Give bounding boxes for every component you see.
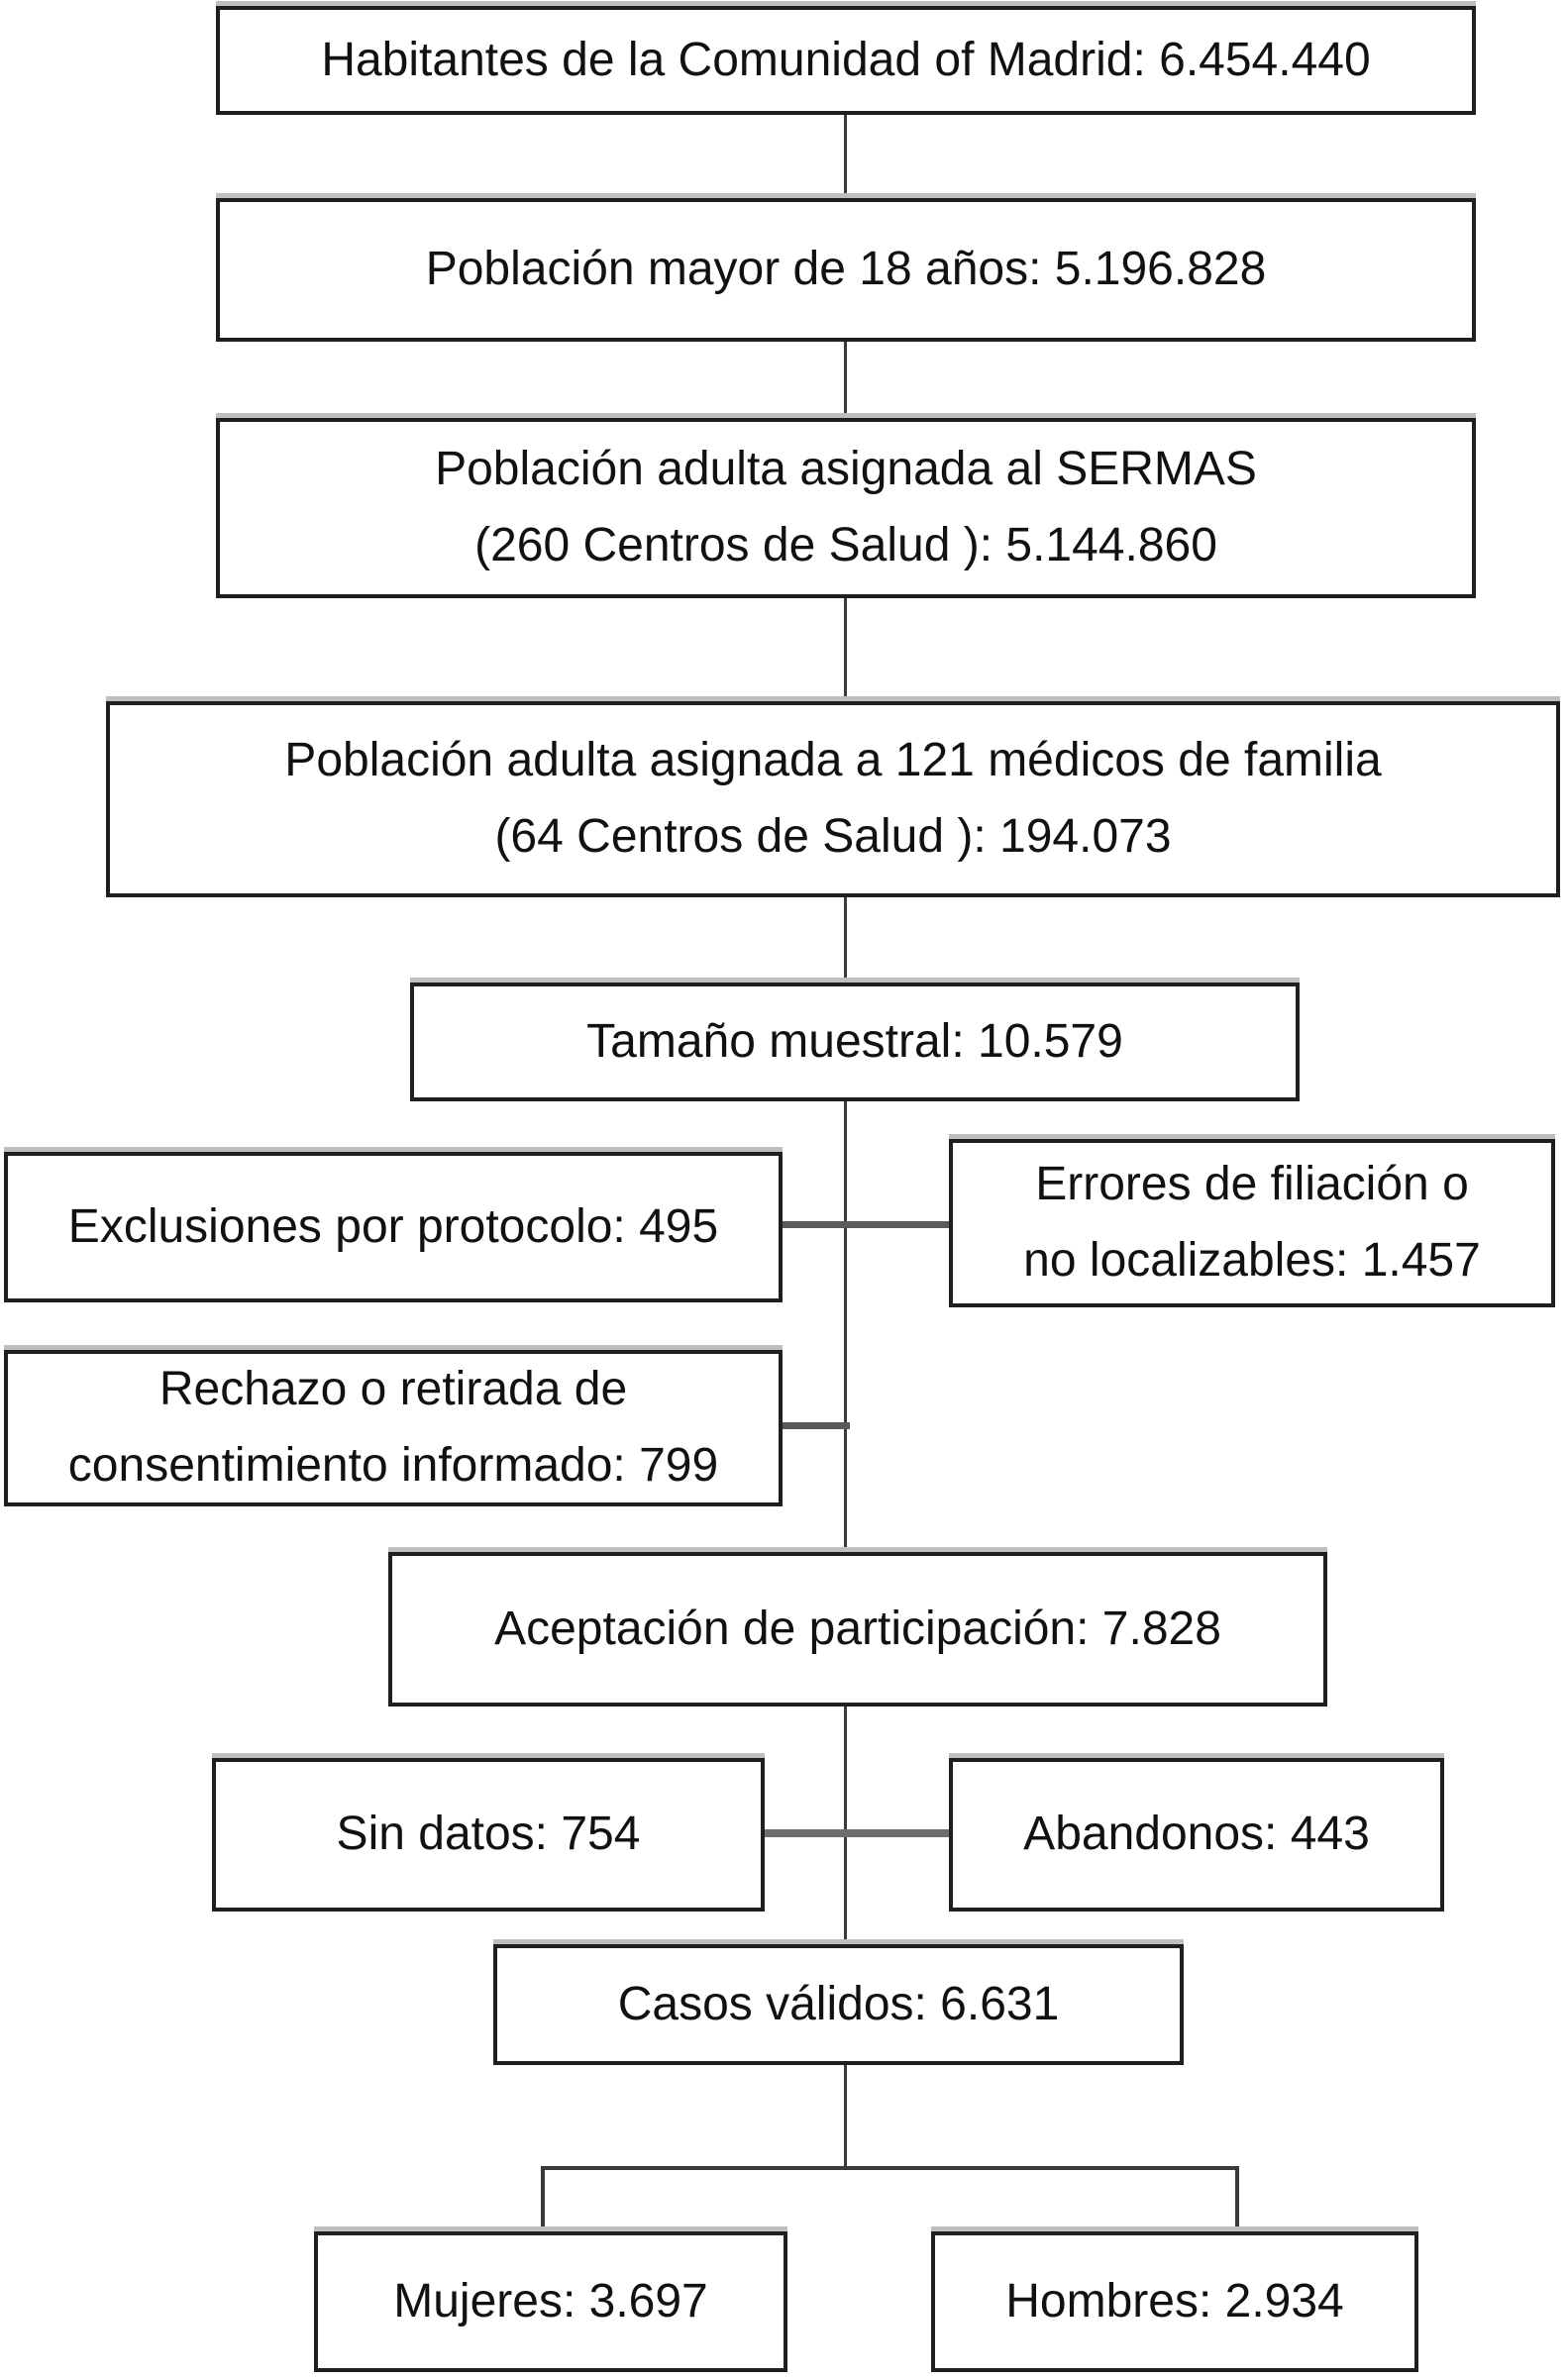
flow-box-sindatos-label: Sin datos: 754 xyxy=(336,1808,641,1861)
flow-box-rechazo-line2: consentimiento informado: 799 xyxy=(67,1439,719,1492)
connector-casos-split-stem xyxy=(844,2065,847,2169)
flow-box-rechazo: Rechazo o retirada de consentimiento inf… xyxy=(4,1350,783,1506)
flow-box-mujeres-label: Mujeres: 3.697 xyxy=(393,2274,708,2327)
flow-box-habitantes-label: Habitantes de la Comunidad of Madrid: 6.… xyxy=(321,33,1371,86)
flow-box-abandonos-label: Abandonos: 443 xyxy=(1023,1808,1370,1861)
flow-box-aceptacion: Aceptación de participación: 7.828 xyxy=(388,1552,1327,1707)
flow-box-muestra-label: Tamaño muestral: 10.579 xyxy=(586,1014,1123,1068)
flow-box-aceptacion-label: Aceptación de participación: 7.828 xyxy=(494,1602,1221,1655)
flow-box-sindatos: Sin datos: 754 xyxy=(212,1758,765,1912)
connector-leg-hombres xyxy=(1235,2166,1239,2235)
flow-box-exclusiones: Exclusiones por protocolo: 495 xyxy=(4,1152,783,1302)
flow-box-exclusiones-label: Exclusiones por protocolo: 495 xyxy=(67,1199,719,1253)
flow-box-errores-line1: Errores de filiación o xyxy=(1035,1158,1469,1211)
flow-box-medicos-line1: Población adulta asignada a 121 médicos … xyxy=(284,734,1382,787)
connector-rechazo xyxy=(779,1422,850,1429)
flow-box-casos: Casos válidos: 6.631 xyxy=(493,1944,1184,2065)
flow-box-habitantes: Habitantes de la Comunidad of Madrid: 6.… xyxy=(216,6,1476,115)
flow-box-casos-label: Casos válidos: 6.631 xyxy=(617,1977,1060,2030)
connector-split-horizontal xyxy=(541,2166,1239,2170)
flow-box-sermas-line1: Población adulta asignada al SERMAS xyxy=(435,443,1257,496)
flow-box-sermas: Población adulta asignada al SERMAS (260… xyxy=(216,418,1476,598)
flow-box-sermas-line2: (260 Centros de Salud ): 5.144.860 xyxy=(474,519,1217,571)
flow-box-medicos-line2: (64 Centros de Salud ): 194.073 xyxy=(494,810,1172,863)
flow-box-errores-line2: no localizables: 1.457 xyxy=(1023,1234,1481,1287)
flow-box-hombres-label: Hombres: 2.934 xyxy=(1005,2274,1344,2327)
flow-box-errores: Errores de filiación o no localizables: … xyxy=(949,1139,1555,1307)
flow-box-mujeres: Mujeres: 3.697 xyxy=(314,2231,787,2372)
connector-exclusiones-errores xyxy=(779,1221,953,1228)
flow-box-mayores18: Población mayor de 18 años: 5.196.828 xyxy=(216,198,1476,342)
flow-box-muestra: Tamaño muestral: 10.579 xyxy=(410,983,1300,1101)
flow-box-mayores18-label: Población mayor de 18 años: 5.196.828 xyxy=(425,243,1267,296)
connector-sindatos-abandonos xyxy=(763,1829,953,1837)
flow-box-rechazo-line1: Rechazo o retirada de xyxy=(158,1363,628,1416)
connector-leg-mujeres xyxy=(541,2166,545,2235)
flow-box-medicos: Población adulta asignada a 121 médicos … xyxy=(106,701,1560,897)
flow-box-hombres: Hombres: 2.934 xyxy=(931,2231,1418,2372)
flow-box-abandonos: Abandonos: 443 xyxy=(949,1758,1444,1912)
